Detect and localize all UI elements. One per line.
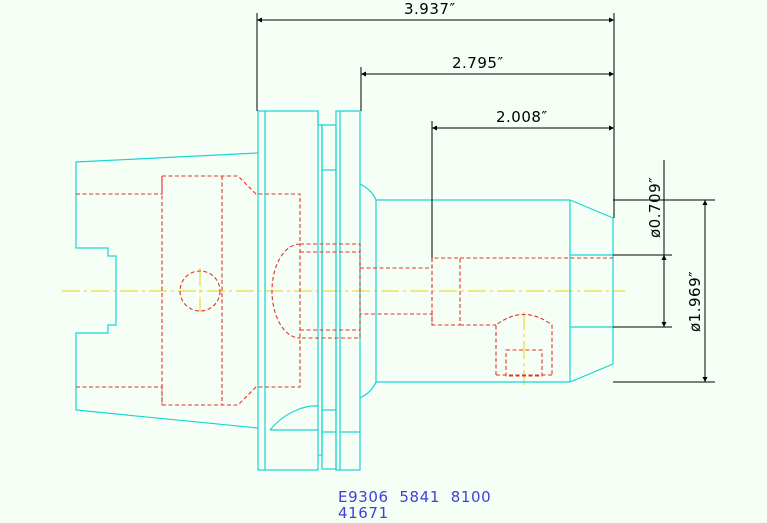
nose-diameter-label: ø1.969″ [686, 271, 704, 332]
part-number-line-2: 41671 [338, 504, 389, 522]
part-number-line-1: E9306 5841 8100 [338, 488, 492, 506]
bore-depth-label: 2.008″ [496, 108, 548, 126]
overall-length-label: 3.937″ [404, 0, 456, 18]
hidden-features [76, 175, 613, 406]
bore-diameter-label: ø0.709″ [646, 177, 664, 238]
part-number: E9306 5841 8100 41671 [338, 489, 491, 521]
centerline [62, 268, 625, 385]
holder-outline [75, 110, 614, 471]
mid-length-label: 2.795″ [452, 54, 504, 72]
dimension-lines [256, 13, 715, 383]
